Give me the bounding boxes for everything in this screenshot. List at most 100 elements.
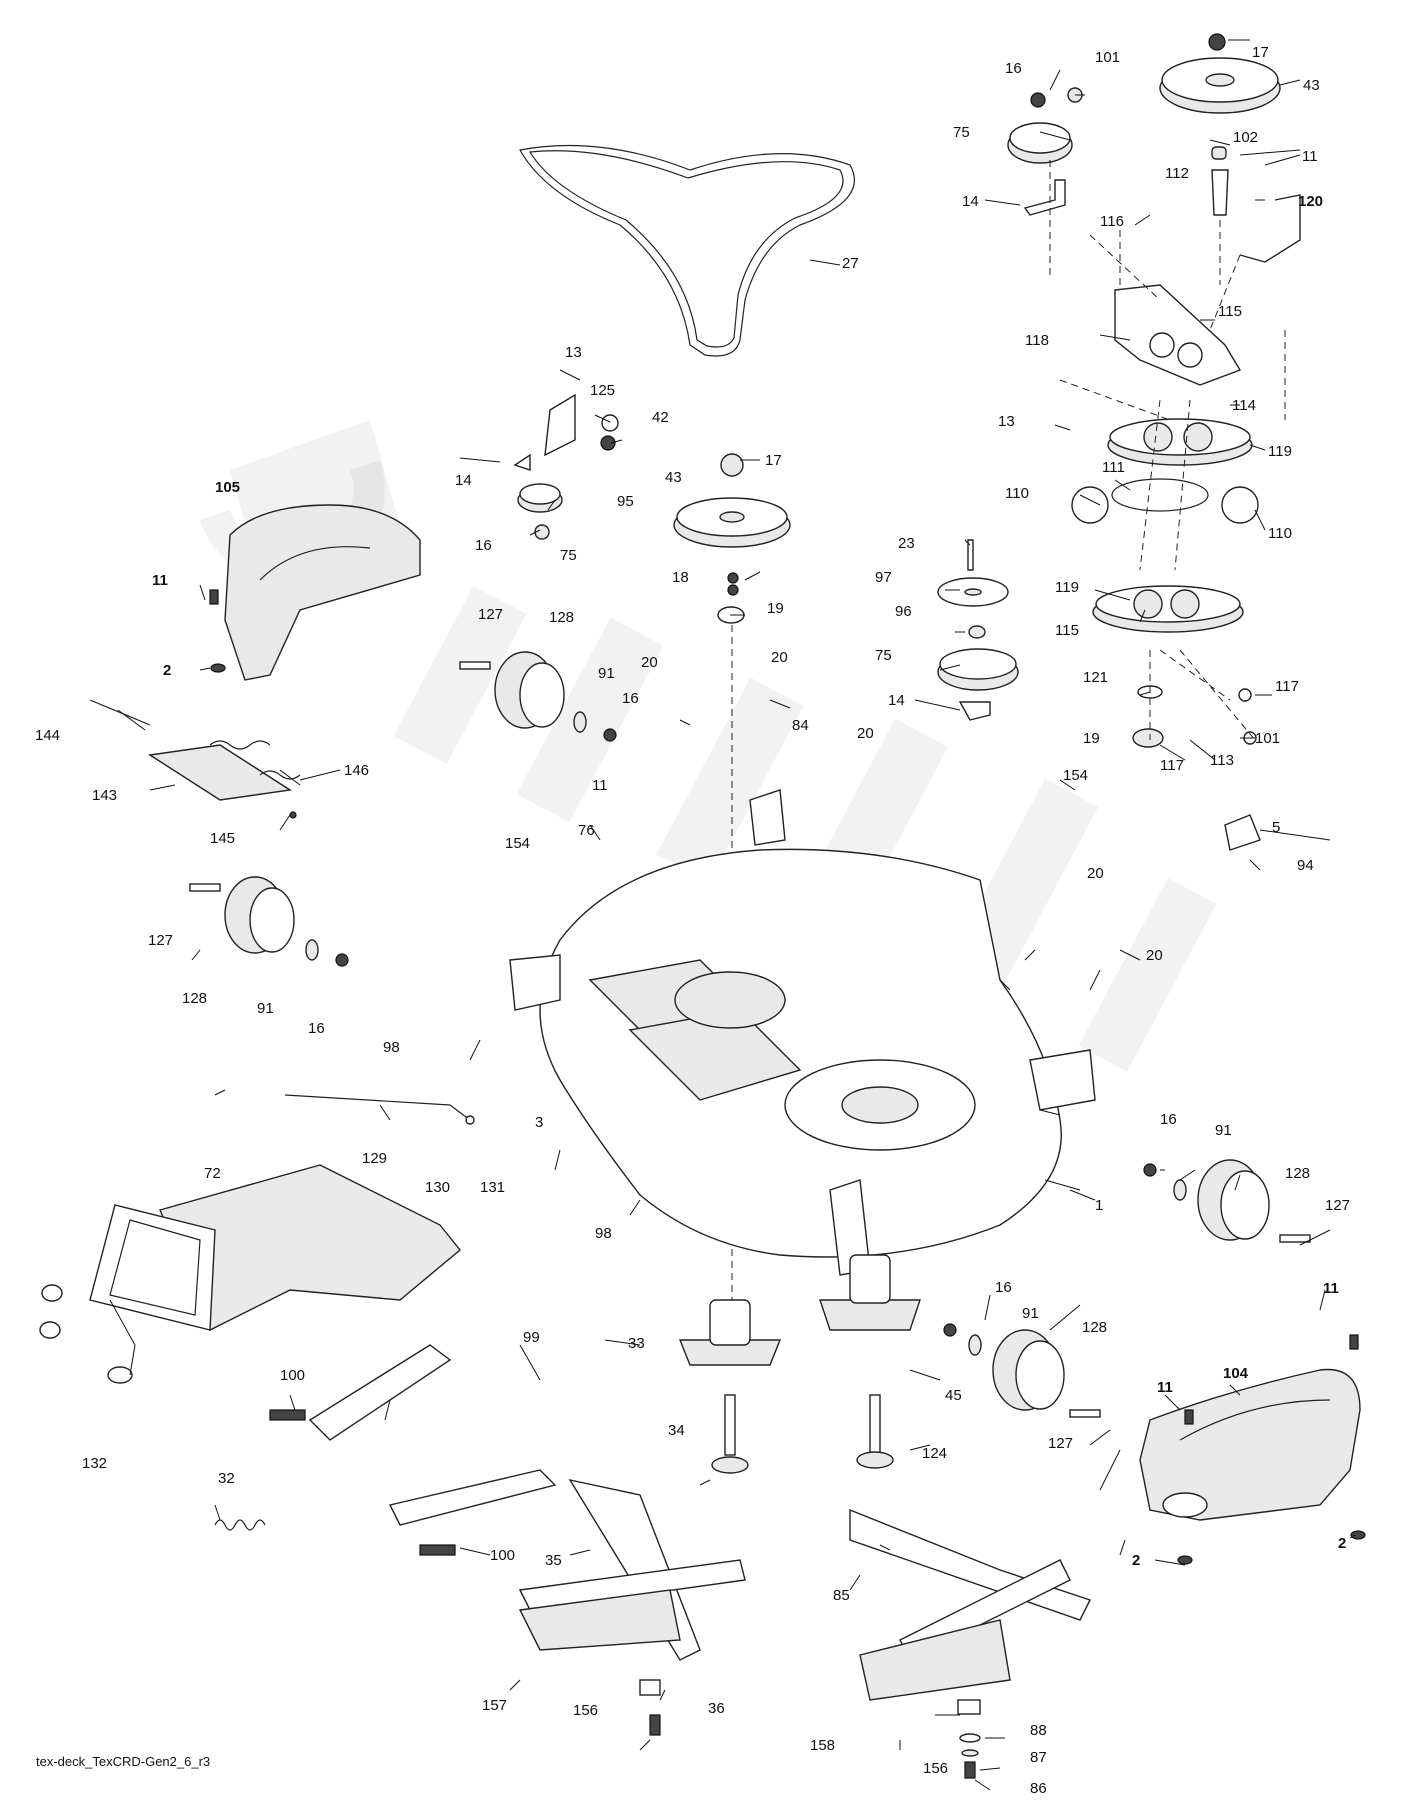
callout-16: 16 [475,537,492,554]
callout-20: 20 [771,649,788,666]
callout-23: 23 [898,535,915,552]
callout-127: 127 [1325,1197,1350,1214]
callout-84: 84 [792,717,809,734]
callout-127: 127 [478,606,503,623]
callout-110: 110 [1268,525,1292,542]
callout-88: 88 [1030,1722,1047,1739]
callout-119: 119 [1268,443,1292,460]
pulley-cover-left [209,504,421,681]
callout-154: 154 [1063,767,1088,784]
callout-96: 96 [895,603,912,620]
callout-125: 125 [590,382,615,399]
callout-105: 105 [215,479,240,496]
callout-19: 19 [767,600,784,617]
callout-145: 145 [210,830,235,847]
callout-143: 143 [92,787,117,804]
callout-132: 132 [82,1455,107,1472]
callout-16: 16 [622,690,639,707]
callout-86: 86 [1030,1780,1047,1797]
callout-16: 16 [1160,1111,1177,1128]
mulch-plug-assembly [89,699,301,819]
callout-14: 14 [962,193,979,210]
callout-118: 118 [1025,332,1049,349]
callout-2: 2 [1338,1535,1346,1552]
callout-98: 98 [595,1225,612,1242]
center-pulley [673,453,791,1300]
callout-43: 43 [1303,77,1320,94]
callout-75: 75 [560,547,577,564]
callout-91: 91 [598,665,615,682]
gauge-wheels [189,651,1311,1418]
leader-lines [109,39,1356,1791]
callout-20: 20 [1087,865,1104,882]
callout-102: 102 [1233,129,1258,146]
callout-20: 20 [1146,947,1163,964]
callout-100: 100 [280,1367,305,1384]
callout-33: 33 [628,1335,645,1352]
callout-75: 75 [875,647,892,664]
callout-101: 101 [1255,730,1280,747]
callout-156: 156 [923,1760,948,1777]
callout-130: 130 [425,1179,450,1196]
callout-144: 144 [35,727,60,744]
callout-156: 156 [573,1702,598,1719]
callout-131: 131 [480,1179,505,1196]
callout-16: 16 [308,1020,325,1037]
callout-45: 45 [945,1387,962,1404]
callout-19: 19 [1083,730,1100,747]
pulley-cover-right [1139,1334,1366,1565]
callout-128: 128 [549,609,574,626]
callout-116: 116 [1100,213,1124,230]
drive-belt [519,144,855,357]
callout-34: 34 [668,1422,685,1439]
spindles-and-blades [518,1254,1091,1779]
idler-bracket-left [513,393,619,540]
callout-117: 117 [1160,757,1184,774]
callout-14: 14 [888,692,905,709]
callout-labels: 17 16 101 43 75 102 11 112 120 14 116 27… [35,44,1350,1797]
callout-111: 111 [1102,459,1125,476]
idler-pulleys-right [937,539,1019,721]
callout-16: 16 [1005,60,1022,77]
callout-110: 110 [1005,485,1029,502]
callout-91: 91 [1215,1122,1232,1139]
callout-32: 32 [218,1470,235,1487]
callout-129: 129 [362,1150,387,1167]
linkage-and-brackets [214,1094,557,1556]
callout-14: 14 [455,472,472,489]
callout-11: 11 [1302,148,1318,165]
callout-36: 36 [708,1700,725,1717]
callout-157: 157 [482,1697,507,1714]
mower-deck-housing [509,789,1261,1276]
gearbox-assembly [1007,33,1301,748]
callout-2: 2 [1132,1552,1140,1569]
callout-13: 13 [565,344,582,361]
callout-114: 114 [1232,397,1256,414]
callout-87: 87 [1030,1749,1047,1766]
callout-98: 98 [383,1039,400,1056]
callout-27: 27 [842,255,859,272]
callout-11: 11 [1323,1280,1339,1297]
callout-94: 94 [1297,857,1314,874]
callout-85: 85 [833,1587,850,1604]
callout-112: 112 [1165,165,1189,182]
callout-158: 158 [810,1737,835,1754]
callout-115: 115 [1055,622,1079,639]
callout-128: 128 [1082,1319,1107,1336]
callout-97: 97 [875,569,892,586]
callout-5: 5 [1272,819,1280,836]
callout-95: 95 [617,493,634,510]
callout-120: 120 [1298,193,1323,210]
callout-17: 17 [765,452,782,469]
callout-1: 1 [1095,1197,1103,1214]
callout-72: 72 [204,1165,221,1182]
callout-17: 17 [1252,44,1269,61]
callout-128: 128 [1285,1165,1310,1182]
callout-127: 127 [1048,1435,1073,1452]
callout-128: 128 [182,990,207,1007]
callout-11: 11 [1157,1379,1173,1396]
callout-13: 13 [998,413,1015,430]
callout-11: 11 [152,572,168,589]
callout-99: 99 [523,1329,540,1346]
